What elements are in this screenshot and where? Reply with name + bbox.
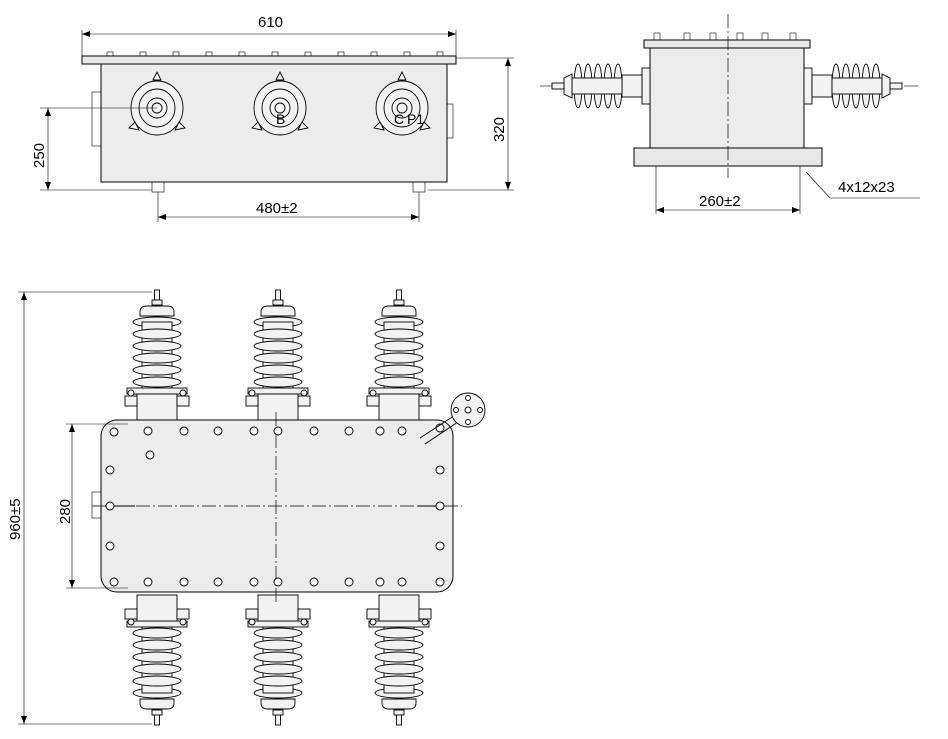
- operating-handle: [419, 392, 486, 445]
- bottom-insulator-b: [245, 594, 311, 726]
- side-insulator-left: [551, 63, 651, 109]
- front-view: B C P1 610 250 320 480±2: [31, 14, 514, 222]
- top-insulator-b: [245, 289, 311, 421]
- c-tag-label: P1: [407, 111, 424, 127]
- mount-holes-callout: 4x12x23: [838, 179, 895, 196]
- dim-top-length: 610: [258, 14, 283, 31]
- dim-mount-spacing: 480±2: [256, 200, 298, 217]
- bottom-insulator-c: [366, 594, 432, 726]
- top-insulator-a: [124, 289, 190, 421]
- bottom-insulator-a: [124, 594, 190, 726]
- dim-top-total-height: 320: [491, 117, 508, 142]
- plan-view: 280 960±5: [7, 289, 486, 726]
- dim-top-height: 250: [31, 143, 48, 168]
- top-insulator-c: [366, 289, 432, 421]
- side-view: 260±2 4x12x23: [540, 14, 920, 214]
- dim-plan-width: 280: [57, 499, 74, 524]
- phase-label-c: C: [394, 111, 404, 127]
- phase-label-b: B: [276, 111, 285, 127]
- dim-plan-length: 960±5: [7, 498, 24, 540]
- side-insulator-right: [803, 63, 903, 109]
- dim-side-mount-spacing: 260±2: [699, 193, 741, 210]
